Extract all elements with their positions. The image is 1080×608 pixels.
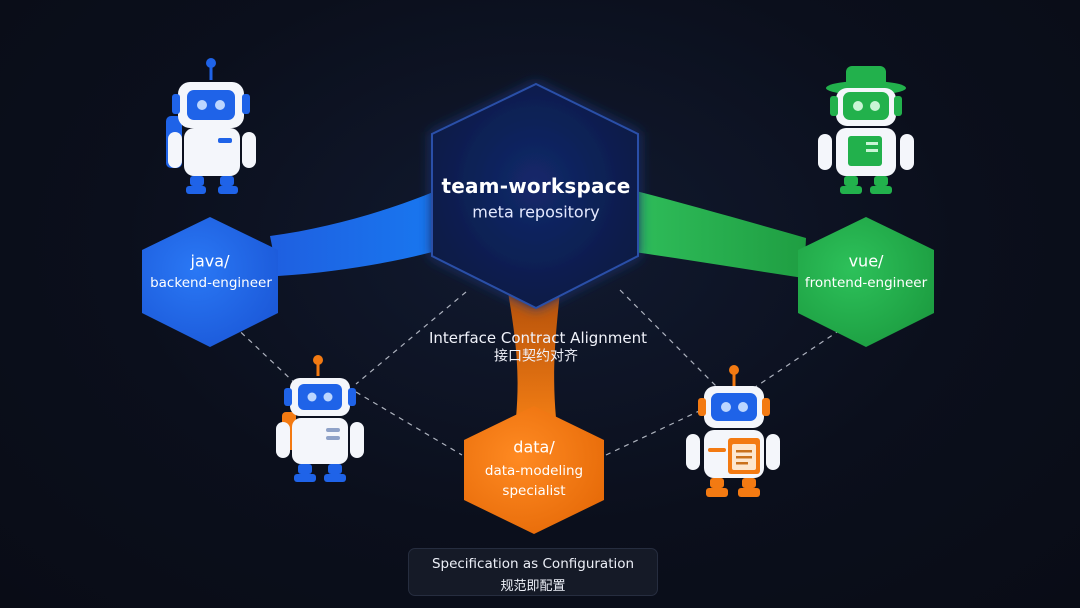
helper-robot-right-icon <box>686 365 780 497</box>
dash-hub-to-helper <box>355 291 467 385</box>
dash-hub-to-helper-right <box>619 289 719 389</box>
spec-title-en: Specification as Configuration <box>431 556 635 572</box>
connector-band-green <box>632 190 806 278</box>
data-role-line2: specialist <box>502 482 566 499</box>
hub-hexagon <box>431 82 639 310</box>
frontend-robot-icon <box>818 66 914 194</box>
backend-role-label: backend-engineer <box>150 274 272 291</box>
connector-band-blue <box>270 190 440 276</box>
backend-robot-icon <box>166 58 256 194</box>
backend-path-label: java/ <box>190 251 230 271</box>
frontend-path-label: vue/ <box>848 251 884 271</box>
helper-robot-left-icon <box>276 355 364 482</box>
hub-subtitle: meta repository <box>472 202 600 222</box>
dash-helper-to-data <box>355 391 463 456</box>
frontend-role-label: frontend-engineer <box>804 274 928 291</box>
data-hexagon <box>464 406 604 534</box>
backend-hexagon <box>142 217 278 347</box>
frontend-hexagon <box>798 217 934 347</box>
spec-title-zh: 规范即配置 <box>500 579 566 594</box>
alignment-title-zh: 接口契约对齐 <box>494 348 578 365</box>
data-role-line1: data-modeling <box>484 462 584 479</box>
connector-band-orange <box>508 292 560 418</box>
alignment-title-en: Interface Contract Alignment <box>428 329 648 347</box>
hub-title: team-workspace <box>441 174 631 198</box>
spec-box: Specification as Configuration 规范即配置 <box>408 548 658 596</box>
dash-frontend-to-helper-right <box>747 329 841 393</box>
data-path-label: data/ <box>513 437 555 457</box>
